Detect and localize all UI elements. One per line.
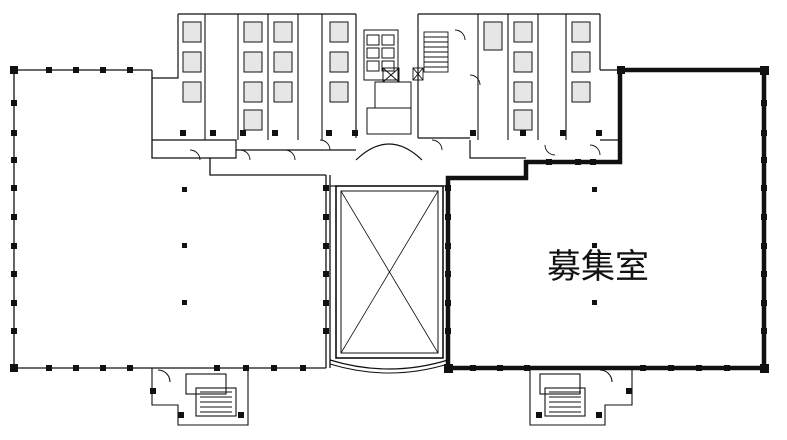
left-office-area	[13, 69, 331, 369]
south-core-columns	[150, 388, 632, 418]
south-stair-left	[151, 368, 249, 426]
vacant-office-outline	[445, 67, 767, 371]
north-stair	[412, 31, 449, 81]
vacant-office-columns	[444, 66, 769, 373]
atrium-void	[329, 185, 450, 374]
south-stair-right	[529, 368, 633, 426]
entrance-arc	[355, 143, 423, 161]
core-columns	[180, 130, 602, 136]
north-service-core	[152, 13, 620, 159]
door-swings	[189, 29, 601, 161]
elevator-bank	[363, 29, 412, 135]
toilet-partitions	[204, 14, 567, 140]
vacancy-label: 募集室	[547, 247, 649, 287]
toilet-fixtures	[182, 21, 591, 131]
left-office-perimeter-columns	[10, 66, 329, 372]
